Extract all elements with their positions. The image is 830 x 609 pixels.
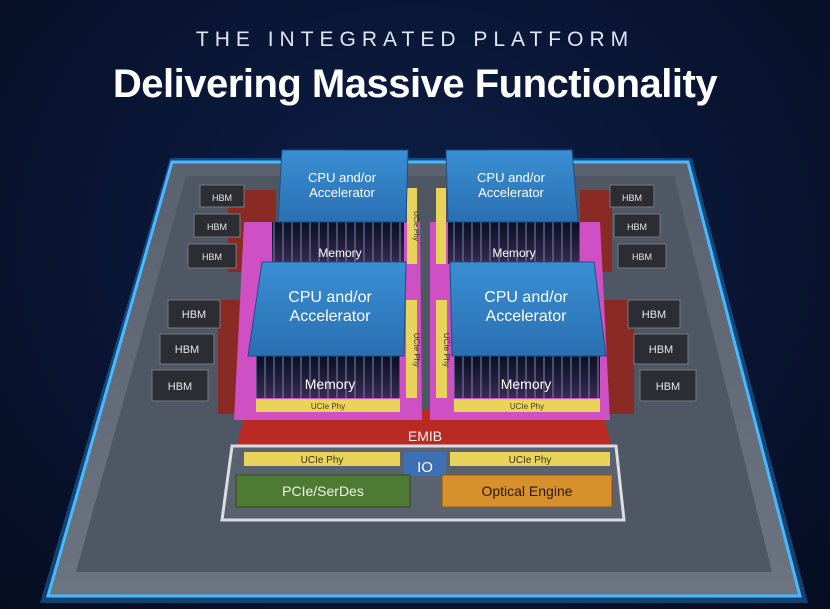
memory-label-tl: Memory — [318, 246, 361, 260]
pcie-label: PCIe/SerDes — [282, 483, 364, 499]
hbm-label-l5: HBM — [175, 344, 199, 356]
memory-label-tr: Memory — [492, 246, 535, 260]
svg-text:CPU and/or: CPU and/or — [484, 289, 568, 306]
ucie-label-v3: UCIe Phy — [442, 333, 451, 367]
optical-label: Optical Engine — [481, 483, 572, 499]
ucie-strip-right — [454, 399, 600, 412]
headline-title: Delivering Massive Functionality — [112, 62, 718, 106]
svg-text:CPU and/or: CPU and/or — [288, 289, 372, 306]
io-ucie-label-left: UCIe Phy — [301, 455, 344, 466]
io-die: UCIe Phy UCIe Phy IO PCIe/SerDes Optical… — [220, 444, 626, 522]
eyebrow-title: THE INTEGRATED PLATFORM — [195, 28, 635, 51]
hbm-label-r4: HBM — [642, 309, 666, 321]
io-ucie-left — [244, 452, 400, 466]
hbm-label-l3: HBM — [202, 252, 222, 262]
hbm-label-r6: HBM — [656, 381, 680, 393]
ucie-label-h2: UCIe Phy — [510, 402, 544, 411]
memory-label-br: Memory — [501, 376, 552, 392]
svg-text:Accelerator: Accelerator — [486, 308, 568, 325]
cpu-die-bottom-left: CPU and/or Accelerator — [247, 261, 407, 357]
io-ucie-right — [450, 452, 610, 466]
hbm-label-r2: HBM — [627, 222, 647, 232]
hbm-label-r5: HBM — [649, 344, 673, 356]
cpu-die-top-left: CPU and/or Accelerator — [277, 149, 409, 223]
svg-text:Accelerator: Accelerator — [309, 185, 375, 200]
hbm-label-l2: HBM — [207, 222, 227, 232]
svg-text:Accelerator: Accelerator — [478, 185, 544, 200]
ucie-label-h1: UCIe Phy — [311, 402, 345, 411]
pcie-block — [235, 474, 411, 508]
memory-label-bl: Memory — [305, 376, 356, 392]
hbm-label-r3: HBM — [632, 252, 652, 262]
io-ucie-label-right: UCIe Phy — [509, 455, 552, 466]
svg-text:CPU and/or: CPU and/or — [308, 170, 377, 185]
hbm-label-l6: HBM — [168, 381, 192, 393]
ucie-label-v2: UCIe Phy — [412, 333, 421, 367]
hbm-label-l1: HBM — [212, 193, 232, 203]
emib-label: EMIB — [408, 428, 442, 444]
svg-text:Accelerator: Accelerator — [290, 308, 372, 325]
cpu-die-bottom-right: CPU and/or Accelerator — [449, 261, 607, 357]
ucie-strip-left — [256, 399, 400, 412]
cpu-die-top-right: CPU and/or Accelerator — [445, 149, 579, 223]
svg-text:CPU and/or: CPU and/or — [477, 170, 546, 185]
hbm-label-l4: HBM — [182, 309, 206, 321]
hbm-label-r1: HBM — [622, 193, 642, 203]
optical-engine-block — [441, 474, 613, 508]
io-label: IO — [417, 459, 433, 476]
ucie-label-v1: UCIe Phy — [412, 211, 419, 241]
ucie-vertical-strips: UCIe Phy UCIe Phy UCIe Phy — [406, 188, 451, 398]
